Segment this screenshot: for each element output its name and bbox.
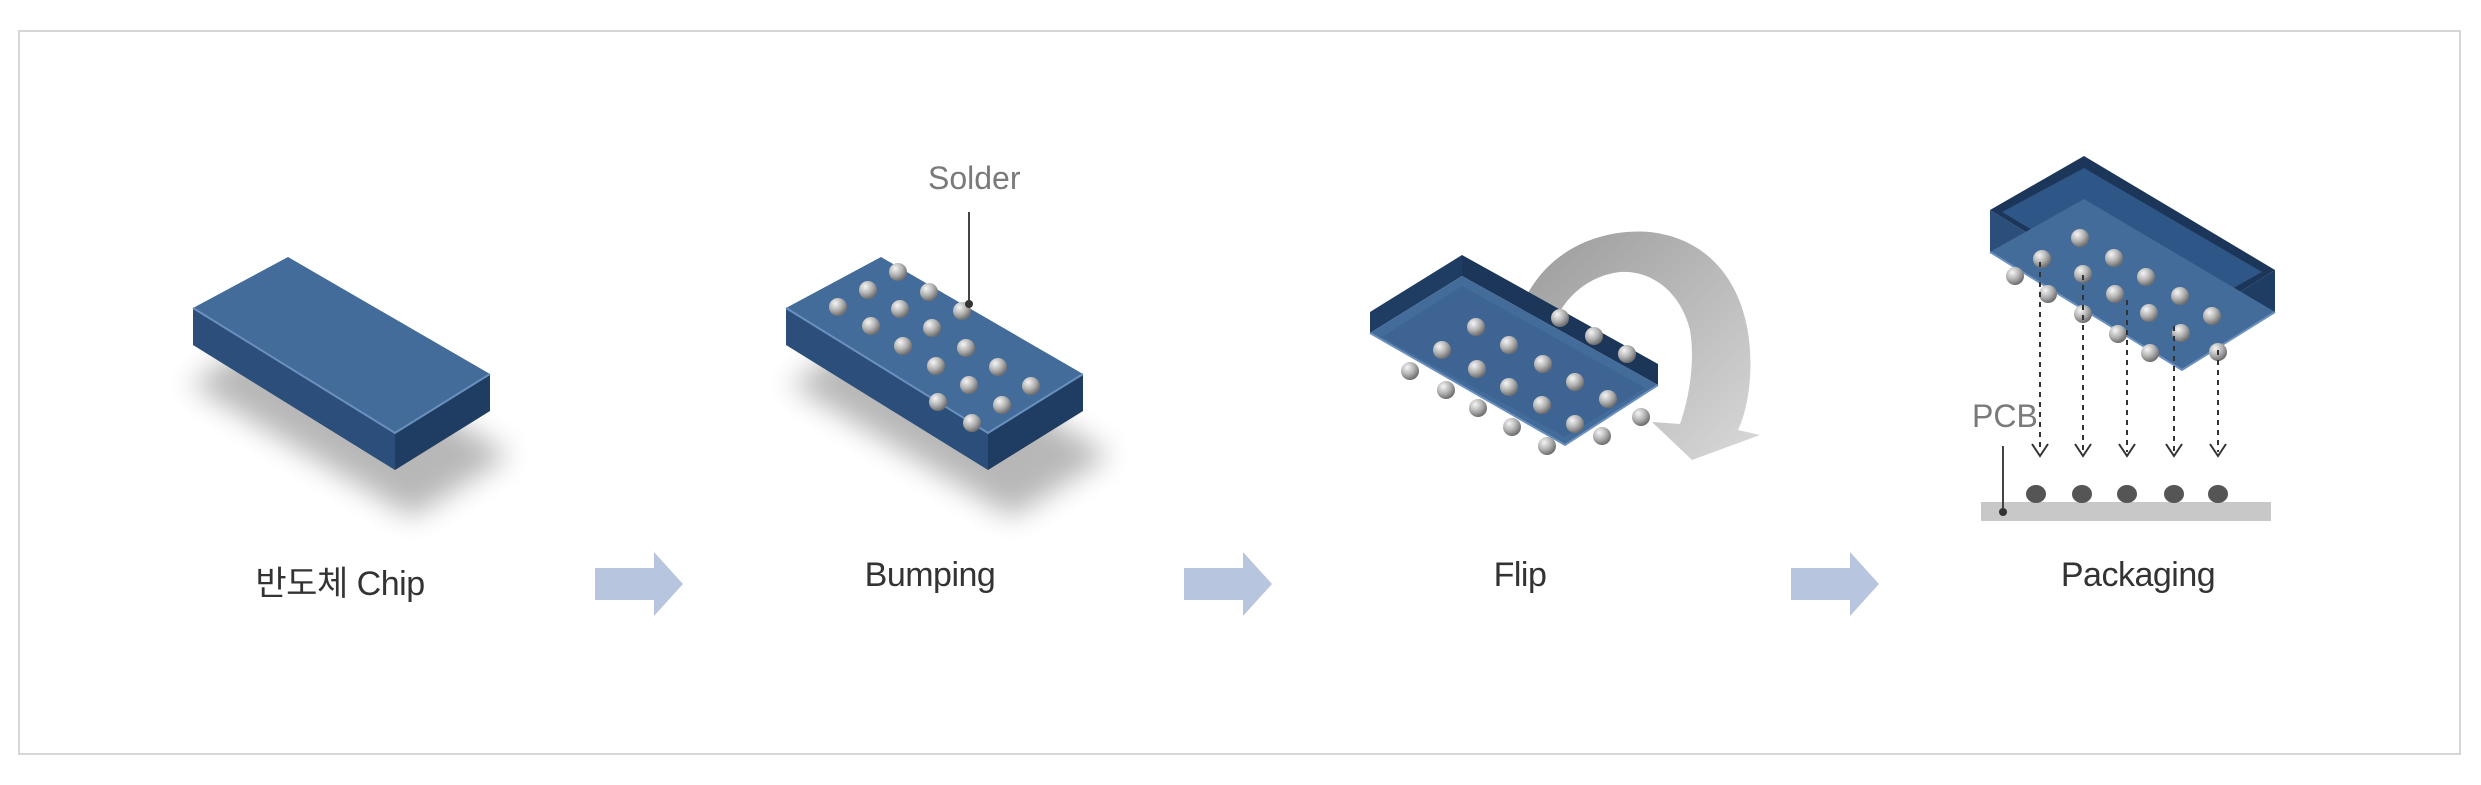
flip-rotation-arrow — [1518, 231, 1760, 460]
solder-callout-line — [965, 212, 973, 308]
packaging-chip — [1989, 156, 2276, 372]
step-arrow — [1184, 552, 1272, 616]
bumped-chip — [785, 257, 1110, 517]
drop-arrows — [2031, 262, 2227, 458]
diagram-frame — [18, 30, 2461, 755]
pcb-board — [1981, 446, 2271, 521]
step-label-chip: 반도체 Chip — [255, 565, 425, 603]
step-arrow — [595, 552, 683, 616]
step-label-packaging: Packaging — [2060, 556, 2216, 594]
step-label-flip: Flip — [1493, 556, 1547, 594]
flipped-chip — [1369, 255, 1659, 455]
pcb-label: PCB — [1972, 398, 2038, 434]
bare-chip — [190, 257, 510, 517]
step-label-bumping: Bumping — [864, 556, 996, 594]
solder-label: Solder — [928, 160, 1021, 196]
step-arrow — [1791, 552, 1879, 616]
